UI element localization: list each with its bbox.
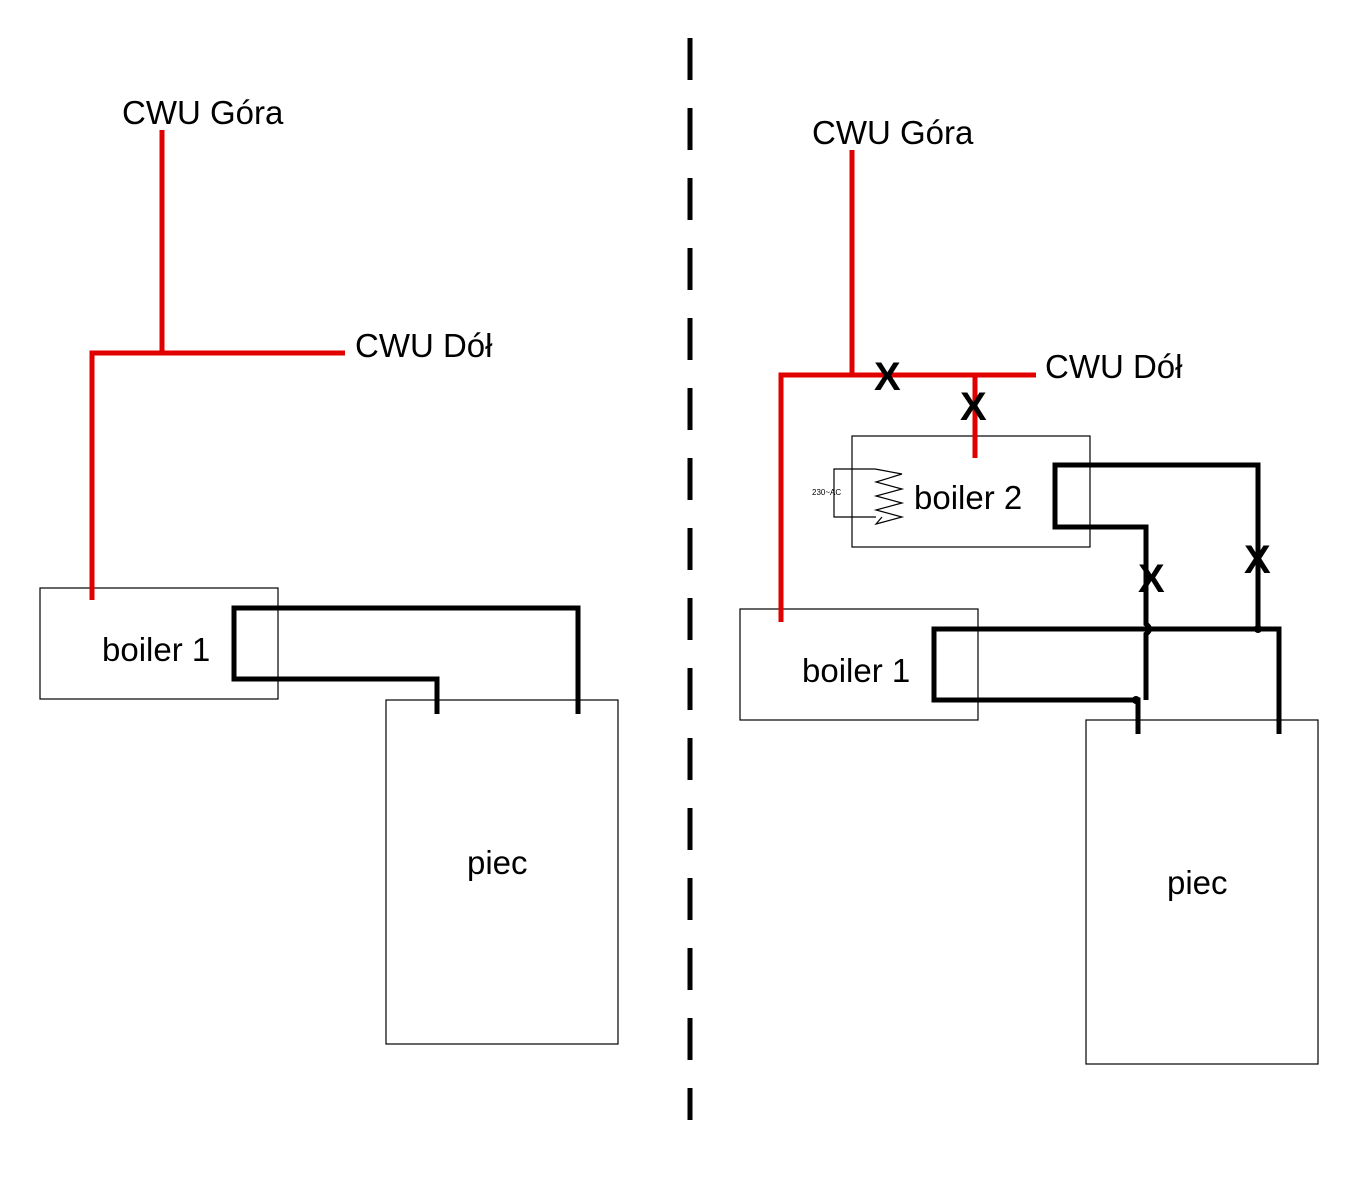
left-boiler1-box: [39, 587, 279, 700]
valve-mark-boiler2-return: X: [1138, 557, 1165, 601]
right-boiler2-heating-loop: [1052, 462, 1261, 700]
left-heating-loop: [231, 605, 581, 714]
left-furnace-box: [385, 699, 619, 1045]
right-furnace-box: [1085, 719, 1319, 1065]
right-boiler1-box: [739, 608, 979, 721]
right-boiler1-label: boiler 1: [802, 652, 910, 689]
right-furnace-label: piec: [1167, 864, 1228, 901]
left-cwu-top-label: CWU Góra: [122, 94, 284, 131]
left-scheme: CWU Góra CWU Dół boiler 1 piec: [39, 94, 619, 1045]
heater-coil-icon: [873, 468, 905, 526]
left-furnace-label: piec: [467, 844, 528, 881]
right-scheme: 230~AC CWU Góra CWU Dół boiler 2 boiler …: [739, 114, 1319, 1065]
right-junction-return: [1132, 696, 1140, 704]
right-cwu-top-label: CWU Góra: [812, 114, 974, 151]
left-cwu-bottom-pipe: [89, 350, 345, 600]
heater-wires: [833, 468, 876, 518]
left-boiler1-label: boiler 1: [102, 631, 210, 668]
right-boiler2-label: boiler 2: [914, 479, 1022, 516]
right-cwu-bottom-label: CWU Dół: [1045, 348, 1183, 385]
valve-mark-boiler2-hot: X: [960, 385, 987, 429]
right-cwu-bottom-pipe: [778, 372, 1036, 622]
valve-mark-boiler2-supply: X: [1244, 538, 1271, 582]
heater-element: 230~AC: [812, 468, 905, 526]
right-furnace-supply-pipe: [1149, 626, 1282, 734]
heater-voltage-label: 230~AC: [812, 488, 841, 497]
valve-mark-cwu-line: X: [874, 355, 901, 399]
right-boiler1-heating-coil: [931, 626, 1149, 734]
right-junction-supply: [1254, 625, 1262, 633]
left-cwu-bottom-label: CWU Dół: [355, 327, 493, 364]
right-boiler2-box: [851, 435, 1091, 548]
